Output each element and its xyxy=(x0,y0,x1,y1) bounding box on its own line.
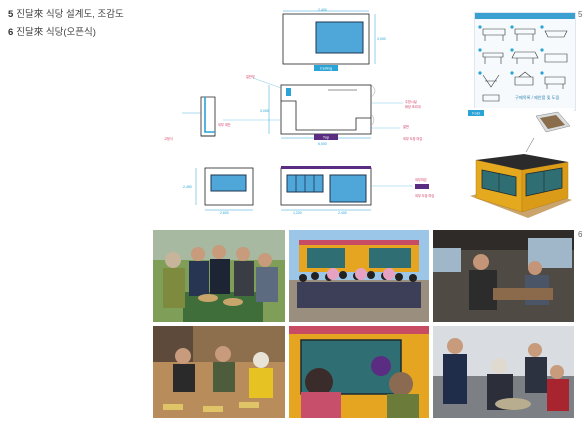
svg-text:화장 조리대: 화장 조리대 xyxy=(405,104,421,109)
dim: 2,600 xyxy=(220,211,229,215)
caption-text: 진달來 식당(오픈식) xyxy=(16,27,96,38)
photo-children-playing xyxy=(153,326,285,418)
assembly-manual: 구매목록 / 제안품 및 도움 xyxy=(474,12,576,111)
svg-text:외부마감: 외부마감 xyxy=(415,177,427,182)
photo-interior-dining xyxy=(433,230,574,322)
container-render: Fold xyxy=(466,108,574,220)
dim: 6,000 xyxy=(318,142,327,146)
caption-number: 5 xyxy=(8,9,14,20)
figure-number-6: 6 xyxy=(578,230,583,239)
dim: 2,450 xyxy=(183,185,192,189)
dim: 3,000 xyxy=(377,37,386,41)
svg-text:발판: 발판 xyxy=(403,124,409,129)
photo-outdoor-tasting xyxy=(433,326,574,418)
svg-text:외부 도장 마감: 외부 도장 마감 xyxy=(403,136,422,141)
dim: 2,400 xyxy=(318,8,327,12)
figure-number-5: 5 xyxy=(578,10,583,19)
photo-container-window xyxy=(289,326,429,418)
top-tag-text: Top xyxy=(323,135,330,140)
svg-text:일반부: 일반부 xyxy=(246,74,255,79)
caption-text: 진달來 식당 설계도, 조감도 xyxy=(16,9,124,20)
top-tag xyxy=(314,134,338,140)
photo-villagers-eating xyxy=(153,230,285,322)
ceiling-tag-text: Ceiling xyxy=(320,66,332,71)
ceiling-tag xyxy=(314,65,338,71)
manual-footer: 구매목록 / 제안품 및 도움 xyxy=(515,94,559,101)
caption-number: 6 xyxy=(8,27,14,38)
dim: 2,400 xyxy=(338,211,347,215)
dim: 1,200 xyxy=(293,211,302,215)
photo-group-at-container xyxy=(289,230,429,322)
dim: 3,000 xyxy=(260,109,269,113)
svg-text:외부 도장 마감: 외부 도장 마감 xyxy=(415,193,434,198)
render-tag: Fold xyxy=(472,112,479,116)
design-drawing: Ceiling 고정식 Top 일반부 외부 계단 주방시설 화장 조리대 발판… xyxy=(158,8,470,216)
svg-text:고정식: 고정식 xyxy=(164,136,173,141)
svg-text:외부 계단: 외부 계단 xyxy=(218,122,231,127)
svg-text:주방시설: 주방시설 xyxy=(405,99,417,104)
